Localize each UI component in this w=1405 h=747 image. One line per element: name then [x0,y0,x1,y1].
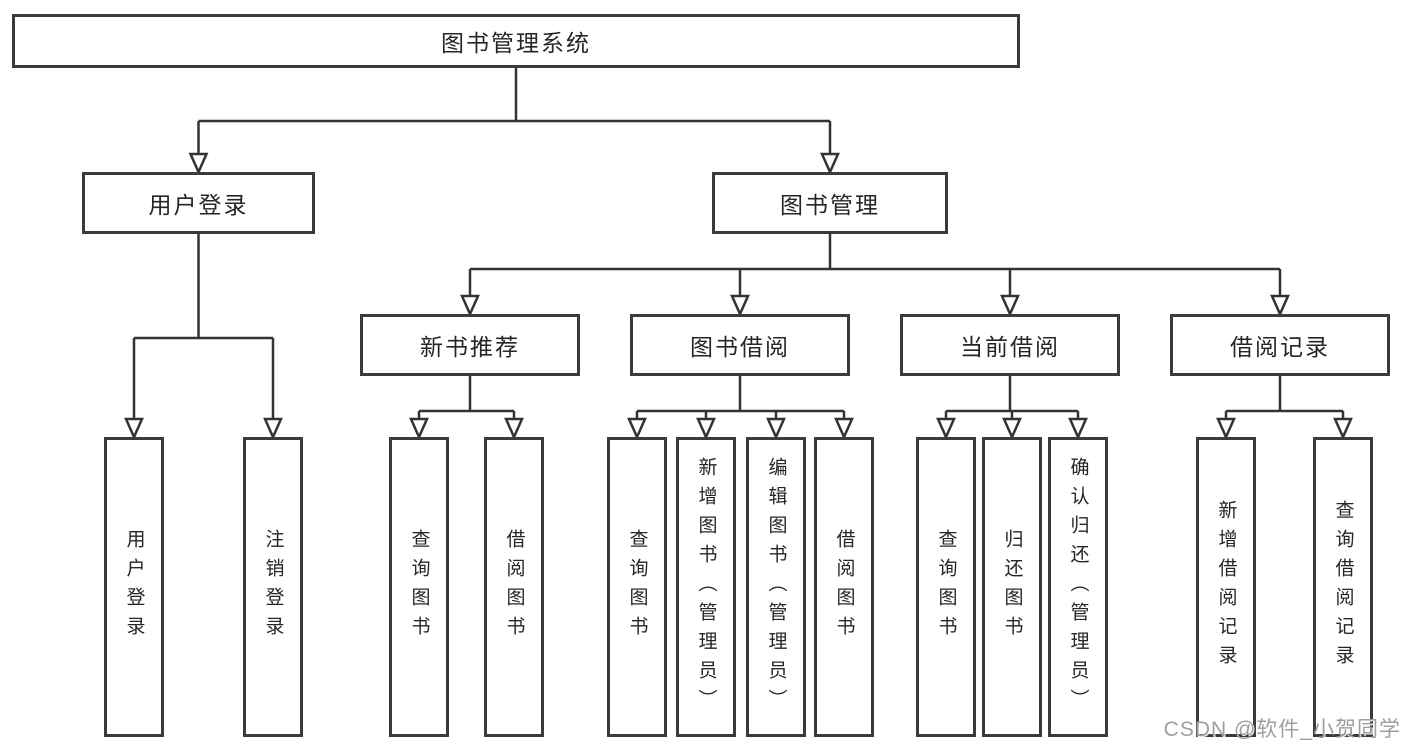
leaf-confirm-return-admin-label: 确认归还（管理员） [1067,456,1089,718]
leaf-borrow-books-2: 借阅图书 [814,437,874,737]
node-new-book-recommend: 新书推荐 [360,314,580,376]
leaf-add-book-admin-label: 新增图书（管理员） [695,456,717,718]
connector-root-to-level2 [188,68,840,176]
connector-records-to-leaves [1216,376,1353,441]
connector-recommend-to-leaves [409,376,524,441]
node-book-borrowing: 图书借阅 [630,314,850,376]
leaf-add-borrow-record: 新增借阅记录 [1196,437,1256,737]
leaf-return-book-label: 归还图书 [1001,529,1023,645]
connector-current-to-leaves [936,376,1088,441]
leaf-query-borrow-record: 查询借阅记录 [1313,437,1373,737]
leaf-logout: 注销登录 [243,437,303,737]
node-user-login-branch: 用户登录 [82,172,315,234]
leaf-logout-label: 注销登录 [262,529,284,645]
leaf-user-login: 用户登录 [104,437,164,737]
leaf-query-books-3: 查询图书 [916,437,976,737]
leaf-user-login-label: 用户登录 [123,529,145,645]
leaf-return-book: 归还图书 [982,437,1042,737]
leaf-add-borrow-record-label: 新增借阅记录 [1215,500,1237,674]
leaf-edit-book-admin-label: 编辑图书（管理员） [765,456,787,718]
node-root: 图书管理系统 [12,14,1020,68]
leaf-query-books-1: 查询图书 [389,437,449,737]
csdn-watermark: CSDN @软件_小贺同学 [1163,718,1401,741]
leaf-query-books-1-label: 查询图书 [408,529,430,645]
leaf-query-books-3-label: 查询图书 [935,529,957,645]
connector-mgmt-to-level3 [460,234,1290,318]
leaf-borrow-books-1-label: 借阅图书 [503,529,525,645]
leaf-query-books-2: 查询图书 [607,437,667,737]
connector-borrowing-to-leaves [627,376,854,441]
node-borrowing-records: 借阅记录 [1170,314,1390,376]
leaf-query-books-2-label: 查询图书 [626,529,648,645]
leaf-add-book-admin: 新增图书（管理员） [676,437,736,737]
leaf-confirm-return-admin: 确认归还（管理员） [1048,437,1108,737]
leaf-query-borrow-record-label: 查询借阅记录 [1332,500,1354,674]
leaf-borrow-books-1: 借阅图书 [484,437,544,737]
leaf-borrow-books-2-label: 借阅图书 [833,529,855,645]
leaf-edit-book-admin: 编辑图书（管理员） [746,437,806,737]
node-current-borrowing: 当前借阅 [900,314,1120,376]
node-book-management: 图书管理 [712,172,948,234]
connector-login-to-leaves [124,234,283,441]
